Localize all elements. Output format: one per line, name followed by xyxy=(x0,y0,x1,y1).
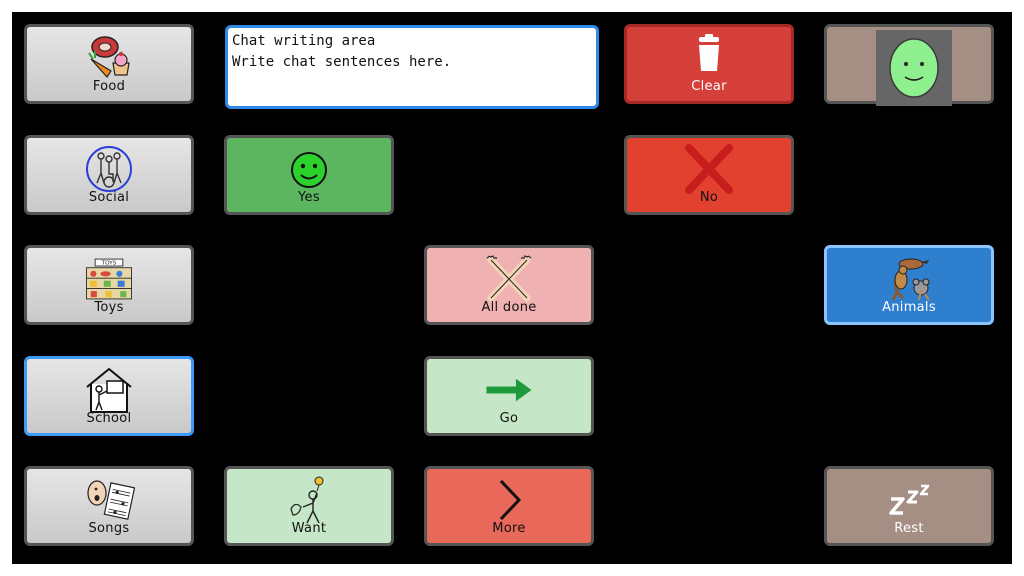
tile-label: Clear xyxy=(691,79,727,94)
tile-label: Go xyxy=(499,411,519,426)
toys-sign: TOYS xyxy=(101,261,117,267)
tile-label: Toys xyxy=(94,300,124,315)
tile-label: No xyxy=(699,190,719,205)
avatar-face-icon xyxy=(889,38,939,98)
communication-board: Food Chat writing area Write chat senten… xyxy=(12,12,1012,564)
smiley-icon xyxy=(283,144,335,194)
tile-label: Food xyxy=(92,79,126,94)
tile-label: Yes xyxy=(298,190,320,205)
trash-icon xyxy=(683,33,735,83)
red-x-icon xyxy=(683,144,735,194)
animals-icon xyxy=(883,254,935,304)
crossed-arms-icon xyxy=(483,254,535,304)
tile-label: All done xyxy=(481,300,537,315)
tile-animals[interactable]: Animals xyxy=(824,245,994,325)
people-icon xyxy=(83,144,135,194)
arrow-right-icon xyxy=(483,365,535,415)
reaching-person-icon xyxy=(283,475,335,525)
chat-writing-area[interactable]: Chat writing area Write chat sentences h… xyxy=(225,25,599,109)
chat-title: Chat writing area xyxy=(232,33,376,49)
school-house-icon xyxy=(83,365,135,415)
singing-icon xyxy=(83,475,135,525)
tile-toys[interactable]: TOYS Toys xyxy=(24,245,194,325)
tile-label: School xyxy=(86,411,132,426)
tile-go[interactable]: Go xyxy=(424,356,594,436)
tile-school[interactable]: School xyxy=(24,356,194,436)
tile-label: Want xyxy=(291,521,327,536)
chat-placeholder: Write chat sentences here. xyxy=(232,54,452,70)
tile-avatar[interactable] xyxy=(824,24,994,106)
avatar xyxy=(876,30,952,106)
chevron-right-icon xyxy=(483,475,535,525)
tile-label: Social xyxy=(88,190,130,205)
food-icon xyxy=(83,33,135,83)
toy-shelf-icon: TOYS xyxy=(83,254,135,304)
tile-clear[interactable]: Clear xyxy=(624,24,794,104)
zzz-icon xyxy=(883,475,935,525)
tile-label: Songs xyxy=(88,521,130,536)
tile-rest[interactable]: Rest xyxy=(824,466,994,546)
tile-want[interactable]: Want xyxy=(224,466,394,546)
tile-all-done[interactable]: All done xyxy=(424,245,594,325)
tile-label: Animals xyxy=(882,300,936,315)
tile-more[interactable]: More xyxy=(424,466,594,546)
tile-label: Rest xyxy=(894,521,924,536)
tile-label: More xyxy=(492,521,526,536)
tile-songs[interactable]: Songs xyxy=(24,466,194,546)
tile-no[interactable]: No xyxy=(624,135,794,215)
tile-social[interactable]: Social xyxy=(24,135,194,215)
tile-yes[interactable]: Yes xyxy=(224,135,394,215)
tile-food[interactable]: Food xyxy=(24,24,194,104)
